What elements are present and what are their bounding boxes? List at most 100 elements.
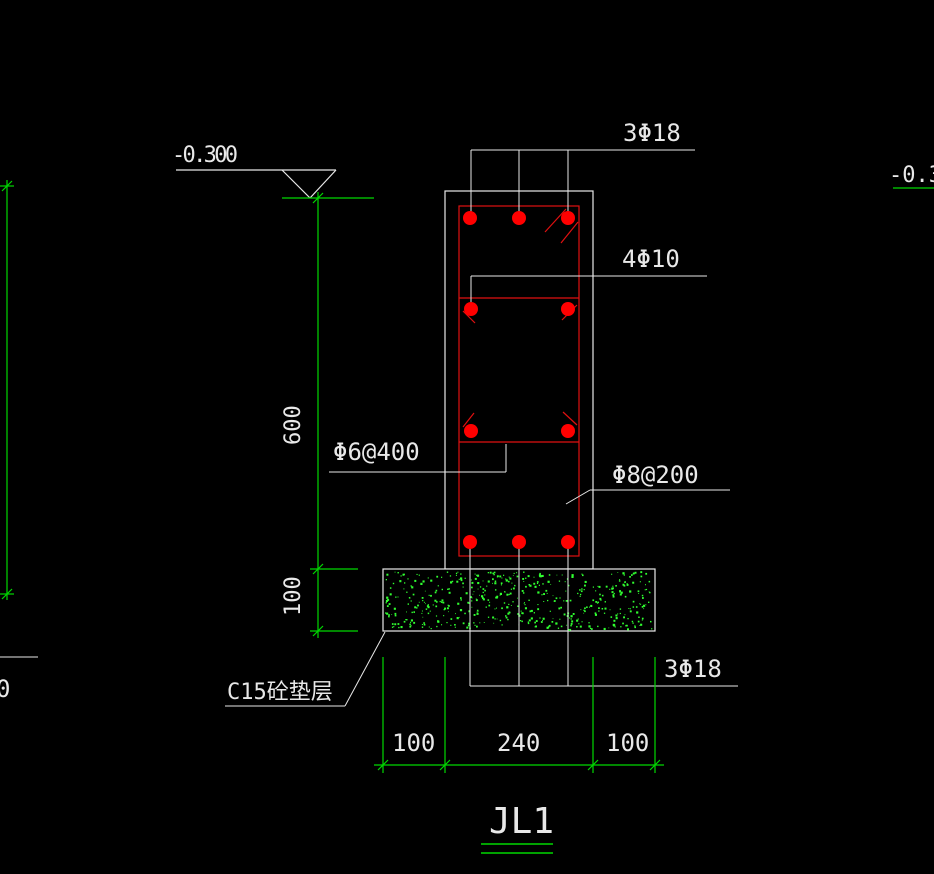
concrete-speckle <box>545 589 548 592</box>
concrete-speckle <box>427 612 430 615</box>
concrete-speckle <box>436 625 438 628</box>
concrete-speckle <box>403 620 406 623</box>
concrete-speckle <box>623 574 625 576</box>
concrete-speckle <box>466 626 469 629</box>
concrete-speckle <box>542 583 544 585</box>
concrete-speckle <box>428 626 430 628</box>
concrete-speckle <box>578 623 580 625</box>
concrete-speckle <box>510 588 512 590</box>
concrete-speckle <box>464 577 466 579</box>
concrete-speckle <box>524 607 527 610</box>
concrete-speckle <box>603 612 606 614</box>
label-bottom-bars: 3Φ18 <box>664 655 722 683</box>
rebar-top-left <box>463 211 477 225</box>
rebar-waist-lower-left <box>464 424 478 438</box>
concrete-speckle <box>432 604 434 606</box>
concrete-speckle <box>471 581 474 584</box>
concrete-speckle <box>441 599 444 602</box>
concrete-speckle <box>460 573 462 575</box>
concrete-speckle <box>612 585 614 587</box>
concrete-speckle <box>400 626 403 629</box>
concrete-speckle <box>611 573 613 575</box>
concrete-speckle <box>423 601 425 603</box>
concrete-speckle <box>605 585 608 588</box>
left-partial-dimension <box>0 180 14 600</box>
concrete-speckle <box>398 626 400 629</box>
concrete-speckle <box>517 613 520 615</box>
label-top-bars: 3Φ18 <box>623 119 681 147</box>
concrete-speckle <box>570 623 573 625</box>
concrete-speckle <box>623 584 626 587</box>
concrete-speckle <box>517 605 519 607</box>
concrete-speckle <box>565 590 567 592</box>
concrete-speckle <box>612 623 615 626</box>
concrete-speckle <box>555 597 558 600</box>
dimension-100-vertical: 100 <box>281 576 306 616</box>
concrete-speckle <box>435 615 438 617</box>
concrete-speckle <box>496 575 499 578</box>
concrete-speckle <box>474 577 477 580</box>
concrete-speckle <box>618 580 621 582</box>
concrete-speckle <box>634 625 636 627</box>
concrete-speckle <box>514 585 516 587</box>
concrete-speckle <box>632 581 635 584</box>
concrete-speckle <box>567 629 570 631</box>
label-tie-bar: Φ6@400 <box>333 438 420 466</box>
concrete-speckle <box>623 616 625 619</box>
concrete-speckle <box>474 624 476 626</box>
concrete-speckle <box>428 594 430 596</box>
concrete-speckle <box>539 575 543 578</box>
concrete-speckle <box>460 599 462 601</box>
concrete-speckle <box>413 611 415 613</box>
concrete-speckle <box>568 617 570 619</box>
concrete-speckle <box>608 627 610 629</box>
concrete-speckle <box>458 578 460 580</box>
concrete-speckle <box>516 572 518 574</box>
concrete-speckle <box>534 626 536 628</box>
concrete-speckle <box>484 594 486 596</box>
concrete-speckle <box>437 585 439 587</box>
concrete-speckle <box>467 624 470 627</box>
concrete-speckle <box>644 589 646 591</box>
concrete-speckle <box>632 622 634 624</box>
concrete-speckle <box>638 593 640 594</box>
concrete-speckle <box>430 628 432 630</box>
concrete-speckle <box>555 622 558 625</box>
concrete-speckle <box>467 601 470 604</box>
concrete-speckle <box>394 612 397 615</box>
concrete-speckle <box>410 600 412 602</box>
concrete-speckle <box>615 585 617 587</box>
concrete-speckle <box>529 584 532 587</box>
concrete-speckle <box>523 571 525 573</box>
concrete-speckle <box>473 614 476 616</box>
concrete-speckle <box>421 610 423 612</box>
concrete-speckle <box>642 597 644 599</box>
concrete-speckle <box>455 574 457 576</box>
concrete-speckle <box>645 572 648 575</box>
concrete-speckle <box>529 610 532 613</box>
concrete-speckle <box>397 572 399 574</box>
concrete-speckle <box>476 625 478 628</box>
concrete-speckle <box>405 619 407 621</box>
concrete-speckle <box>570 624 572 627</box>
concrete-speckle <box>600 599 602 601</box>
left-partial-text: 0 <box>0 675 10 703</box>
concrete-speckle <box>505 615 507 617</box>
concrete-speckle <box>427 606 430 609</box>
concrete-speckle <box>494 608 496 610</box>
concrete-speckle <box>542 620 544 621</box>
concrete-speckle <box>617 613 619 615</box>
concrete-speckle <box>494 618 496 620</box>
concrete-speckle <box>632 606 635 608</box>
concrete-speckle <box>626 624 628 627</box>
concrete-speckle <box>482 580 484 582</box>
concrete-speckle <box>512 601 514 603</box>
concrete-speckle <box>614 626 616 628</box>
concrete-speckle <box>475 599 478 602</box>
concrete-speckle <box>558 607 561 610</box>
concrete-speckle <box>576 626 578 628</box>
concrete-speckle <box>424 590 426 592</box>
concrete-speckle <box>584 607 586 610</box>
concrete-speckle <box>639 625 641 626</box>
